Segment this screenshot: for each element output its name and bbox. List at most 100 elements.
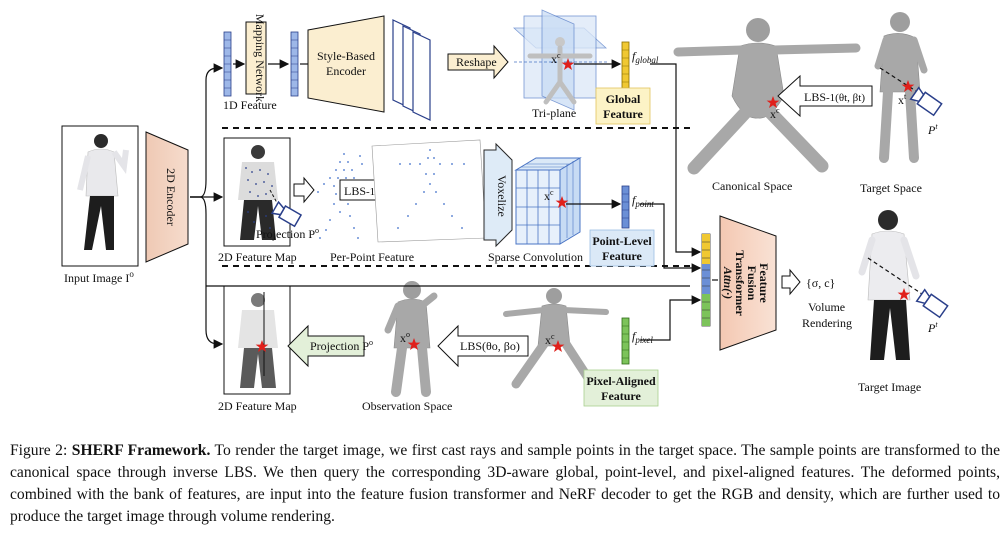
style-encoder-label-1: Style-Based <box>317 49 375 63</box>
canonical-space-body <box>673 18 861 175</box>
xc-label-bottom: xc <box>545 332 555 347</box>
caption-title: SHERF Framework. <box>71 442 211 459</box>
sample-point-star-target <box>901 80 915 92</box>
pixel-feature-label-2: Feature <box>601 389 641 403</box>
target-image-person <box>858 210 920 360</box>
f-global-label: fglobal <box>632 49 659 65</box>
connector-pixel <box>640 295 702 341</box>
fusion-label-4: Attn(·) <box>721 266 735 299</box>
target-space-label: Target Space <box>860 181 922 195</box>
reshape-label: Reshape <box>456 55 497 69</box>
style-based-encoder-block: Style-Based Encoder <box>307 15 385 113</box>
lbs-inverse-target-arrow: LBS-1(θt, βt) <box>777 74 873 118</box>
xc-label-triplane: xc <box>551 51 561 66</box>
xo-label: xo <box>400 330 410 345</box>
connector-point <box>640 203 702 273</box>
volume-rendering-label-1: Volume <box>808 300 845 314</box>
camera-icon-mid <box>270 200 303 228</box>
global-feature-vector <box>621 41 630 89</box>
feature-map-2d-mid <box>223 137 291 247</box>
canonical-body-bottom <box>503 288 609 389</box>
input-image <box>61 125 139 267</box>
voxelize-arrow: Voxelize <box>483 142 513 248</box>
concatenated-feature-vector <box>701 233 711 327</box>
sample-point-star-observation <box>407 338 421 350</box>
feature-map-2d-bottom-label: 2D Feature Map <box>218 399 297 413</box>
feature-1d-label: 1D Feature <box>223 98 277 112</box>
sample-point-star-bottom <box>551 340 565 352</box>
latent-vector <box>290 31 299 97</box>
sample-point-star-sparse <box>555 196 569 208</box>
f-point-label: fpoint <box>632 193 654 209</box>
lbs-obs-arrow: LBS(θo, βo) <box>437 324 529 368</box>
output-arrow <box>781 268 801 296</box>
point-feature-label-1: Point-Level <box>592 234 652 248</box>
point-feature-vector <box>621 185 630 229</box>
voxelize-label: Voxelize <box>495 175 509 217</box>
global-feature-label-1: Global <box>606 92 641 106</box>
point-feature-box: Point-Level Feature <box>589 229 655 267</box>
camera-icon-target <box>909 86 943 117</box>
connector-global <box>650 63 702 257</box>
fusion-label-1: Feature <box>757 263 771 303</box>
caption-body: To render the target image, we first cas… <box>10 442 1000 525</box>
global-feature-box: Global Feature <box>595 87 651 125</box>
pixel-feature-label-1: Pixel-Aligned <box>586 374 656 388</box>
sample-point-star-target-image <box>897 288 911 300</box>
feature-fusion-transformer: Feature Fusion Transformer Attn(·) <box>719 215 777 351</box>
sparse-convolution-label: Sparse Convolution <box>488 250 583 264</box>
encoder-arrow-bottom <box>190 196 224 349</box>
lbs-inverse-target-label: LBS-1(θt, βt) <box>804 90 865 104</box>
target-image-ray <box>867 257 929 299</box>
triplane-label: Tri-plane <box>532 106 576 120</box>
lbs-obs-label: LBS(θo, βo) <box>460 339 520 353</box>
camera-icon-target-image <box>915 288 949 319</box>
f-pixel-label: fpixel <box>632 329 653 345</box>
feature-vector-1d <box>223 31 232 97</box>
sample-point-star-fmap <box>255 340 269 352</box>
per-point-feature-label: Per-Point Feature <box>330 250 414 264</box>
figure-caption: Figure 2: SHERF Framework. To render the… <box>10 440 1000 528</box>
caption-prefix: Figure 2: <box>10 442 72 459</box>
xt-label: xt <box>898 92 907 107</box>
fusion-label-2: Fusion <box>745 266 759 301</box>
encoder-arrow-top <box>190 63 224 198</box>
feature-map-2d-bottom <box>223 285 291 395</box>
sigma-c-label: {σ, c} <box>806 276 835 290</box>
fusion-label-3: Transformer <box>733 250 747 316</box>
projection-po-bottom-label: Projection Po <box>310 338 373 353</box>
style-encoder-label-2: Encoder <box>326 64 366 78</box>
feature-map-2d-mid-label: 2D Feature Map <box>218 250 297 264</box>
target-image-label: Target Image <box>858 380 921 394</box>
sherf-framework-diagram: Input Image Io 2D Encoder 1D Feature Map… <box>61 9 949 413</box>
sample-point-star-canonical <box>766 96 780 108</box>
observation-space-body <box>384 281 438 397</box>
reshape-arrow: Reshape <box>447 44 509 80</box>
pt-label-target: Pt <box>927 122 938 137</box>
encoder-2d-label: 2D Encoder <box>164 168 178 226</box>
pixel-feature-vector <box>621 317 630 365</box>
mapping-network-label: Mapping Network <box>253 14 267 102</box>
global-feature-label-2: Feature <box>603 107 643 121</box>
projection-po-mid-label: Projection Po <box>256 226 319 241</box>
pt-label-target-image: Pt <box>927 320 938 335</box>
sample-point-star-triplane <box>561 58 575 70</box>
target-space-body <box>874 12 928 163</box>
arrow-to-pointcloud <box>293 176 315 204</box>
input-image-label: Input Image Io <box>64 269 134 285</box>
canonical-pointcloud <box>371 139 487 243</box>
mapping-network-block: Mapping Network <box>245 14 267 102</box>
xc-label-sparse: xc <box>544 188 554 203</box>
pixel-feature-box: Pixel-Aligned Feature <box>583 369 659 407</box>
point-feature-label-2: Feature <box>602 249 642 263</box>
canonical-space-label: Canonical Space <box>712 179 792 193</box>
projection-po-bottom-arrow: Projection Po <box>287 324 373 368</box>
xc-label-canonical: xc <box>770 106 780 121</box>
volume-rendering-label-2: Rendering <box>802 316 852 330</box>
triplane <box>512 9 608 111</box>
per-point-feature-cloud <box>317 153 363 239</box>
stacked-feature-planes <box>392 19 431 121</box>
encoder-2d-block: 2D Encoder <box>145 131 189 263</box>
observation-space-label: Observation Space <box>362 399 452 413</box>
sparse-conv-grid <box>514 157 582 245</box>
